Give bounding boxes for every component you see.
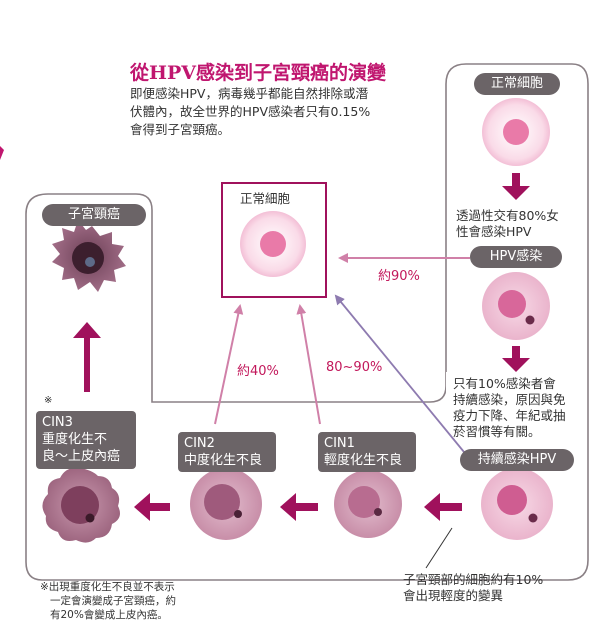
page-title: 從HPV感染到子宮頸癌的演變 — [130, 62, 386, 84]
hpv-infection-label: HPV感染 — [470, 246, 562, 268]
persistent-note: 只有10%感染者會 持續感染，原因與免 疫力下降、年紀或抽 菸習慣等有關。 — [453, 376, 566, 440]
note-line: 透過性交有80%女 — [456, 208, 559, 223]
cin3-cell — [42, 467, 120, 543]
note-line: 只有10%感染者會 — [453, 376, 556, 391]
flow-frame — [25, 63, 589, 581]
note-line: 子宮頸部的細胞約有10% — [403, 572, 544, 587]
note-line: 持續感染，原因與免 — [453, 392, 566, 407]
cin2-label: CIN2 中度化生不良 — [178, 432, 276, 472]
footnote-line: 有20%會變成上皮內癌。 — [50, 609, 168, 621]
normal-cell-center — [240, 211, 306, 277]
cin3-desc: 良～上皮內癌 — [42, 449, 121, 464]
asterisk-mark: ※ — [44, 395, 53, 406]
intro-text: 即便感染HPV，病毒幾乎都能自然排除或潛 伏體內，故全世界的HPV感染者只有0.… — [130, 85, 430, 139]
footnote-line: ※出現重度化生不良並不表示 — [40, 581, 175, 593]
cin1-cell — [334, 470, 402, 538]
normal-cell-right-label: 正常細胞 — [474, 73, 560, 95]
footnote-line: 一定會演變成子宮頸癌，約 — [50, 595, 176, 607]
footnote: ※出現重度化生不良並不表示 一定會演變成子宮頸癌，約 有20%會變成上皮內癌。 — [40, 580, 176, 622]
note-line: 疫力下降、年紀或抽 — [453, 408, 566, 423]
hpv-infected-cell — [482, 272, 550, 340]
cin1-label: CIN1 輕度化生不良 — [318, 432, 416, 472]
cin1-desc: 輕度化生不良 — [324, 453, 403, 468]
cancer-cell — [52, 220, 126, 292]
cin3-title: CIN3 — [42, 415, 73, 430]
infection-note: 透過性交有80%女 性會感染HPV — [456, 208, 559, 240]
intro-line: 即便感染HPV，病毒幾乎都能自然排除或潛 — [130, 86, 368, 101]
intro-line: 伏體內，故全世界的HPV感染者只有0.15% — [130, 104, 371, 119]
accent-mark — [0, 146, 4, 160]
note-line: 性會感染HPV — [456, 224, 532, 239]
pct-hpv-to-normal: 約90% — [378, 269, 420, 284]
cin2-desc: 中度化生不良 — [184, 453, 263, 468]
cin2-title: CIN2 — [184, 436, 215, 451]
pct-cin2-to-normal: 約40% — [237, 364, 279, 379]
note-line: 會出現輕度的變異 — [403, 588, 504, 603]
cin2-cell — [190, 468, 262, 540]
cin1-title: CIN1 — [324, 436, 355, 451]
cin3-label: CIN3 重度化生不 良～上皮內癌 — [36, 411, 136, 469]
pct-cin1-to-normal: 80~90% — [326, 360, 383, 375]
cin3-desc: 重度化生不 — [42, 432, 108, 447]
flow-arrows — [73, 173, 530, 521]
normal-cell-center-label: 正常細胞 — [240, 191, 291, 206]
note-line: 菸習慣等有關。 — [453, 424, 541, 439]
cancer-label: 子宮頸癌 — [42, 204, 146, 226]
persistent-infection-cell — [481, 468, 553, 540]
normal-cell-right — [482, 98, 550, 166]
cell-change-note: 子宮頸部的細胞約有10% 會出現輕度的變異 — [403, 572, 543, 604]
persistent-infection-label: 持續感染HPV — [460, 449, 574, 471]
intro-line: 會得到子宮頸癌。 — [130, 122, 231, 137]
